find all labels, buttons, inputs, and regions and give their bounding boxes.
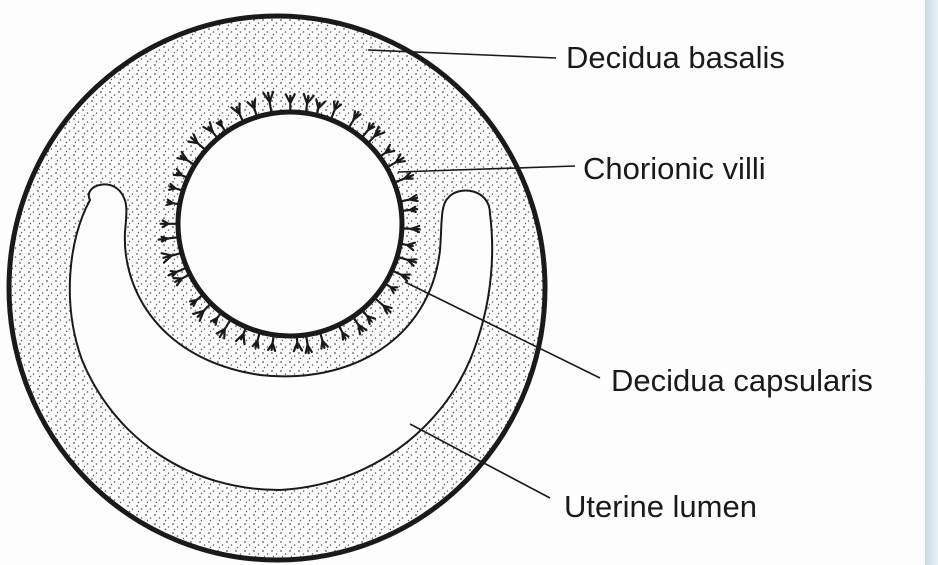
label-decidua-capsularis: Decidua capsularis — [611, 365, 873, 396]
chorionic-sac — [178, 112, 402, 336]
label-decidua-basalis: Decidua basalis — [566, 42, 785, 73]
label-chorionic-villi: Chorionic villi — [583, 153, 766, 184]
label-uterine-lumen: Uterine lumen — [564, 491, 757, 522]
right-edge-strip — [925, 0, 938, 565]
